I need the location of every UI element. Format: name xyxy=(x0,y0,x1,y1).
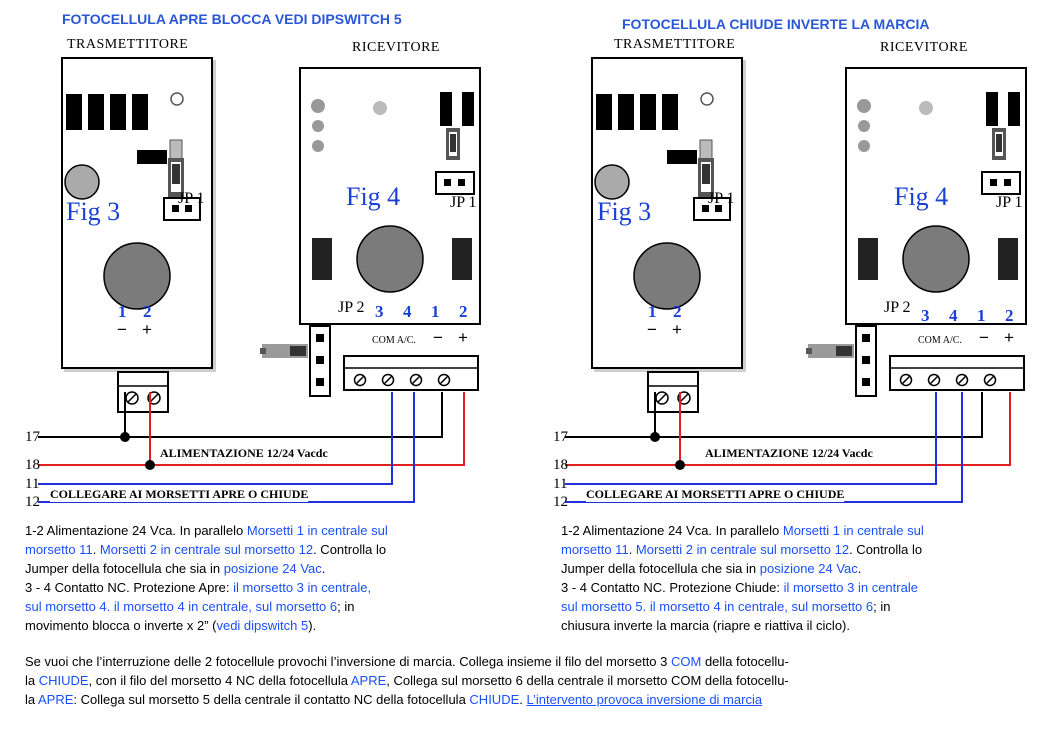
right-rx-term-4: 4 xyxy=(949,306,958,325)
right-rx-minus: − xyxy=(979,328,989,347)
left-tx-label: TRASMETTITORE xyxy=(67,37,189,52)
right-junction-18 xyxy=(675,460,685,470)
left-junction-17 xyxy=(120,432,130,442)
left-receiver-board xyxy=(259,67,481,397)
right-tx-term-1: 1 xyxy=(648,302,657,321)
right-tx-fig-label: Fig 3 xyxy=(597,197,652,226)
right-wire-17: 17 xyxy=(553,429,568,445)
left-tx-jp1: JP 1 xyxy=(178,190,205,207)
right-junction-17 xyxy=(650,432,660,442)
right-rx-term-1: 1 xyxy=(977,306,986,325)
right-tx-jp1: JP 1 xyxy=(708,190,735,207)
left-rx-jp2: JP 2 xyxy=(338,299,365,316)
bottom-note: Se vuoi che l’interruzione delle 2 fotoc… xyxy=(25,654,789,707)
right-description: 1-2 Alimentazione 24 Vca. In parallelo M… xyxy=(561,523,924,633)
left-title: FOTOCELLULA APRE BLOCCA VEDI DIPSWITCH 5 xyxy=(62,11,402,27)
right-wire-11: 11 xyxy=(553,476,568,492)
right-tx-plus: + xyxy=(672,320,682,339)
left-transmitter-board xyxy=(62,58,212,412)
left-rx-fig-label: Fig 4 xyxy=(346,182,401,211)
left-description: 1-2 Alimentazione 24 Vca. In parallelo M… xyxy=(25,523,388,633)
left-tx-minus: − xyxy=(117,320,127,339)
right-rx-jp2: JP 2 xyxy=(884,299,911,316)
right-transmitter-board xyxy=(592,58,742,412)
left-wire-17: 17 xyxy=(25,429,40,445)
right-rx-jp1: JP 1 xyxy=(996,194,1023,211)
left-connect-label: COLLEGARE AI MORSETTI APRE O CHIUDE xyxy=(50,487,309,502)
right-rx-plus: + xyxy=(1004,328,1014,347)
right-rx-fig-label: Fig 4 xyxy=(894,182,949,211)
right-rx-term-text: COM A/C. xyxy=(918,335,962,346)
left-wire-12: 12 xyxy=(25,494,40,510)
left-rx-minus: − xyxy=(433,328,443,347)
left-tx-fig-label: Fig 3 xyxy=(66,197,121,226)
right-wires xyxy=(565,392,1011,503)
right-receiver-board xyxy=(805,67,1027,397)
right-wire-12: 12 xyxy=(553,494,568,510)
left-rx-term-4: 4 xyxy=(403,302,412,321)
left-tx-plus: + xyxy=(142,320,152,339)
right-title: FOTOCELLULA CHIUDE INVERTE LA MARCIA xyxy=(622,16,930,32)
right-rx-label: RICEVITORE xyxy=(880,40,968,55)
right-rx-term-2: 2 xyxy=(1005,306,1014,325)
right-tx-term-2: 2 xyxy=(673,302,682,321)
left-rx-jp1: JP 1 xyxy=(450,194,477,211)
right-power-label: ALIMENTAZIONE 12/24 Vacdc xyxy=(705,446,873,461)
left-tx-term-1: 1 xyxy=(118,302,127,321)
left-rx-term-3: 3 xyxy=(375,302,384,321)
left-rx-term-text: COM A/C. xyxy=(372,335,416,346)
left-wire-18: 18 xyxy=(25,457,40,473)
left-wires xyxy=(38,392,465,503)
left-rx-term-1: 1 xyxy=(431,302,440,321)
right-tx-label: TRASMETTITORE xyxy=(614,37,736,52)
right-connect-label: COLLEGARE AI MORSETTI APRE O CHIUDE xyxy=(586,487,845,502)
left-tx-term-2: 2 xyxy=(143,302,152,321)
left-rx-plus: + xyxy=(458,328,468,347)
right-wire-18: 18 xyxy=(553,457,568,473)
left-junction-18 xyxy=(145,460,155,470)
left-rx-label: RICEVITORE xyxy=(352,40,440,55)
left-power-label: ALIMENTAZIONE 12/24 Vacdc xyxy=(160,446,328,461)
right-tx-minus: − xyxy=(647,320,657,339)
right-rx-term-3: 3 xyxy=(921,306,930,325)
left-rx-term-2: 2 xyxy=(459,302,468,321)
left-wire-11: 11 xyxy=(25,476,40,492)
